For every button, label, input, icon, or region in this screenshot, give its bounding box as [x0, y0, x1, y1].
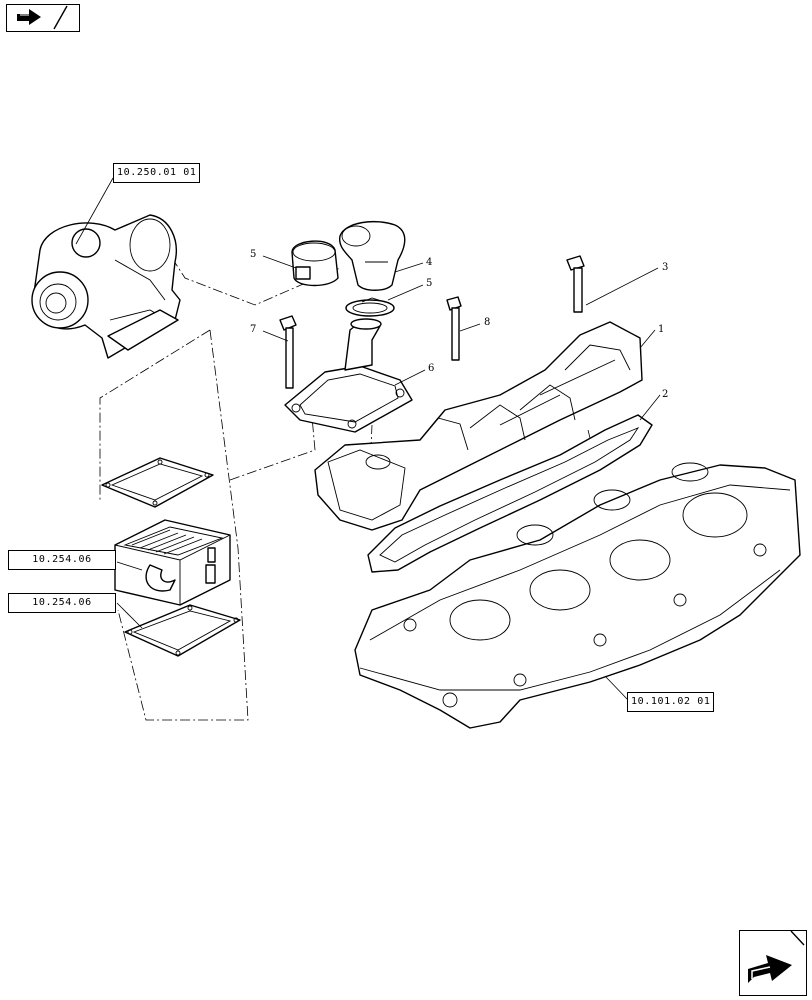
callout-5-upper: 5	[250, 249, 257, 260]
hose-clamp-upper	[291, 240, 339, 287]
previous-page-button[interactable]	[6, 4, 80, 32]
callout-3: 3	[662, 262, 669, 273]
arrow-previous-icon	[7, 5, 78, 30]
hose-clamp-lower	[345, 297, 395, 317]
leader-lines	[75, 177, 661, 701]
elbow-hose	[338, 220, 406, 291]
callout-1: 1	[658, 324, 665, 335]
gasket-upper	[101, 457, 214, 508]
callout-6: 6	[428, 363, 435, 374]
bolt-7	[279, 315, 297, 389]
gasket-reference-link[interactable]: 10.254.06	[8, 593, 116, 613]
callout-2: 2	[662, 389, 669, 400]
bolt-3	[566, 255, 585, 313]
assembly-lines	[99, 257, 599, 721]
arrow-next-icon	[748, 930, 805, 983]
callout-4: 4	[426, 257, 433, 268]
cylinder-head-reference-link[interactable]: 10.101.02 01	[627, 692, 715, 712]
turbocharger	[31, 214, 181, 359]
manifold-gasket	[367, 414, 653, 573]
callout-7: 7	[250, 324, 257, 335]
next-page-button[interactable]	[739, 930, 807, 996]
water-outlet-housing	[284, 318, 413, 433]
exhaust-cooler	[114, 519, 231, 606]
gasket-lower	[124, 604, 241, 657]
bolt-8	[446, 296, 462, 361]
callout-8: 8	[484, 317, 491, 328]
cooler-reference-link[interactable]: 10.254.06	[8, 550, 116, 570]
callout-5-lower: 5	[426, 278, 433, 289]
cylinder-head	[354, 462, 801, 729]
turbocharger-reference-link[interactable]: 10.250.01 01	[113, 163, 201, 183]
exhaust-manifold	[314, 321, 643, 531]
